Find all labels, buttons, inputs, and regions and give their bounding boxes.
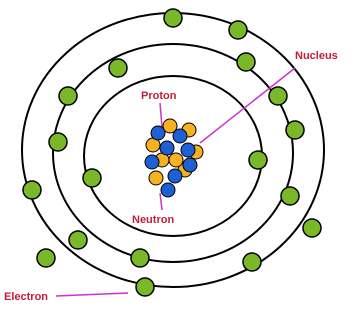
electron-particle — [36, 248, 56, 268]
electron-particle — [280, 186, 300, 206]
electron-particle — [22, 180, 42, 200]
electron-pointer-line — [55, 292, 129, 297]
proton-particle — [182, 157, 198, 173]
proton-particle — [172, 128, 188, 144]
proton-particle — [160, 182, 176, 198]
neutron-label: Neutron — [132, 214, 174, 226]
nucleus-pointer-line — [199, 67, 296, 144]
electron-particle — [135, 277, 155, 297]
neutron-particle — [162, 118, 178, 134]
electron-particle — [248, 150, 268, 170]
proton-particle — [144, 154, 160, 170]
nucleus — [144, 118, 204, 198]
electron-particle — [242, 252, 262, 272]
middle-shell — [52, 43, 294, 263]
electron-particle — [236, 52, 256, 72]
proton-label: Proton — [141, 90, 177, 102]
electron-particle — [82, 168, 102, 188]
electron-particle — [58, 86, 78, 106]
neutron-pointer-line — [159, 192, 163, 211]
proton-pointer-line — [159, 102, 163, 128]
neutron-particle — [168, 152, 184, 168]
electron-particle — [68, 230, 88, 250]
proton-particle — [167, 168, 183, 184]
neutron-particle — [148, 170, 164, 186]
proton-particle — [150, 125, 166, 141]
electron-particle — [48, 132, 68, 152]
electron-particle — [302, 218, 322, 238]
electron-particle — [108, 58, 128, 78]
electron-label: Electron — [4, 291, 48, 303]
electron-particle — [130, 248, 150, 268]
electron-particle — [268, 86, 288, 106]
electron-particle — [285, 120, 305, 140]
nucleus-label: Nucleus — [295, 50, 338, 62]
proton-particle — [180, 142, 196, 158]
electron-particle — [163, 8, 183, 28]
electron-particle — [228, 20, 248, 40]
proton-particle — [159, 140, 175, 156]
